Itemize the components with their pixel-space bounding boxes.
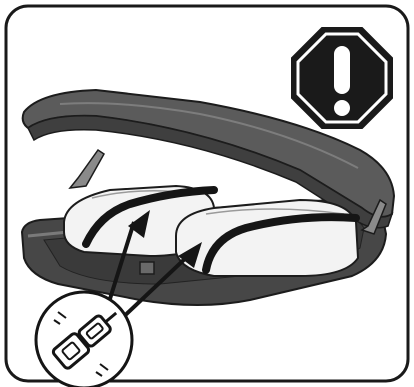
- buckle-magnifier-icon: [36, 292, 132, 387]
- warning-sign-icon: [292, 28, 392, 128]
- strap-buckle: [140, 262, 154, 274]
